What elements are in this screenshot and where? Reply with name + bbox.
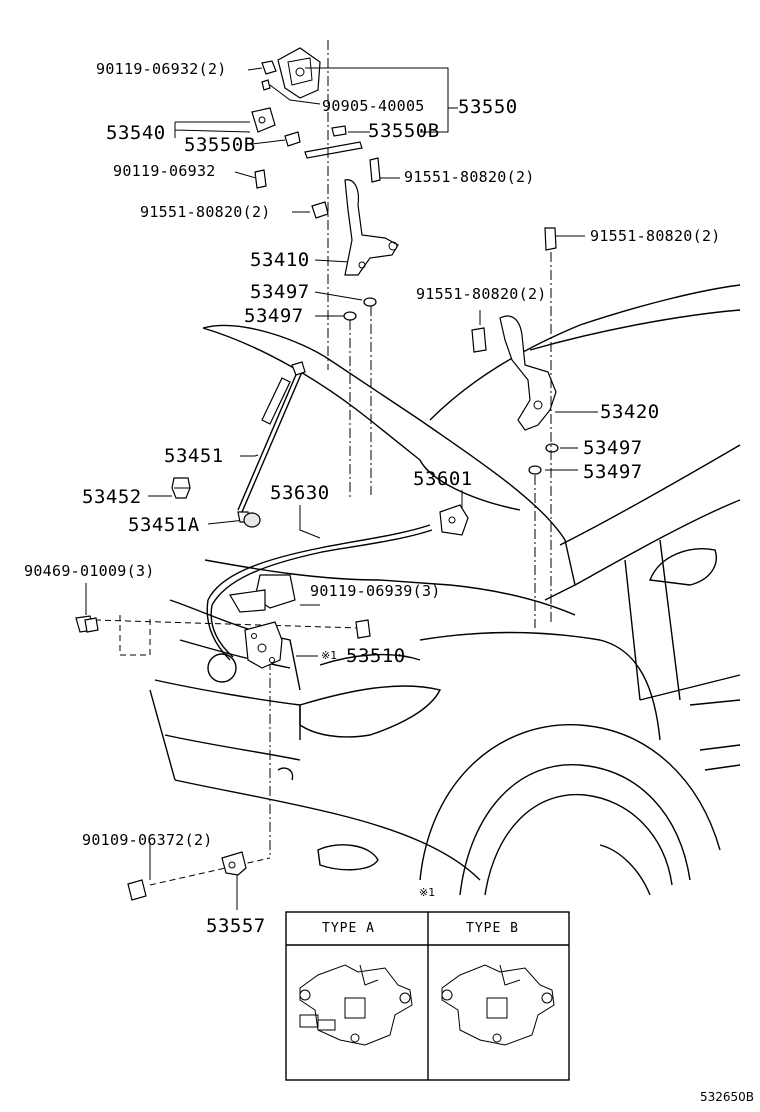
callout-label: 53550B: [184, 134, 256, 156]
callout-label: 53497: [583, 461, 643, 483]
callout-label: 53557: [206, 915, 266, 937]
hood-hinge-right: [471, 227, 559, 475]
callout-label: 90109-06372(2): [82, 831, 213, 849]
callout-label: 91551-80820(2): [590, 227, 721, 245]
callout-label: 53451A: [128, 514, 200, 536]
callout-label: 53550: [458, 96, 518, 118]
release-lever-assembly: [251, 47, 363, 189]
note-mark: ※1: [321, 649, 338, 662]
type-b-label: TYPE B: [466, 921, 519, 936]
assembly-lines: [94, 40, 552, 886]
callout-label: 53420: [600, 401, 660, 423]
callout-label: 53452: [82, 486, 142, 508]
callout-label: 90119-06932: [113, 162, 216, 180]
inset-reference-mark: ※1: [419, 886, 436, 899]
callout-label: 91551-80820(2): [404, 168, 535, 186]
callout-label: 53497: [244, 305, 304, 327]
callout-label: 53410: [250, 249, 310, 271]
type-a-label: TYPE A: [322, 921, 375, 936]
hood-support-rod: [171, 361, 306, 528]
lock-support-bracket: [127, 851, 247, 901]
callout-label: 53451: [164, 445, 224, 467]
callout-label: 90905-40005: [322, 97, 425, 115]
callout-label: 90119-06932(2): [96, 60, 227, 78]
lock-type-inset: [285, 911, 570, 1081]
callout-label: 53550B: [368, 120, 440, 142]
release-cable-assembly: [75, 504, 469, 669]
vehicle-outline: [149, 284, 741, 896]
callout-label: 53601: [413, 468, 473, 490]
callout-label: 90469-01009(3): [24, 562, 155, 580]
callout-leaders: [85, 67, 598, 910]
callout-label: 91551-80820(2): [416, 285, 547, 303]
callout-label: 53630: [270, 482, 330, 504]
hood-hinge-left: [311, 157, 399, 321]
callout-label: 90119-06939(3): [310, 582, 441, 600]
callout-label: 53540: [106, 122, 166, 144]
callout-label: 91551-80820(2): [140, 203, 271, 221]
callout-label: 53510: [346, 645, 406, 667]
callout-label: 53497: [583, 437, 643, 459]
callout-label: 53497: [250, 281, 310, 303]
diagram-code: 532650B: [700, 1090, 755, 1104]
